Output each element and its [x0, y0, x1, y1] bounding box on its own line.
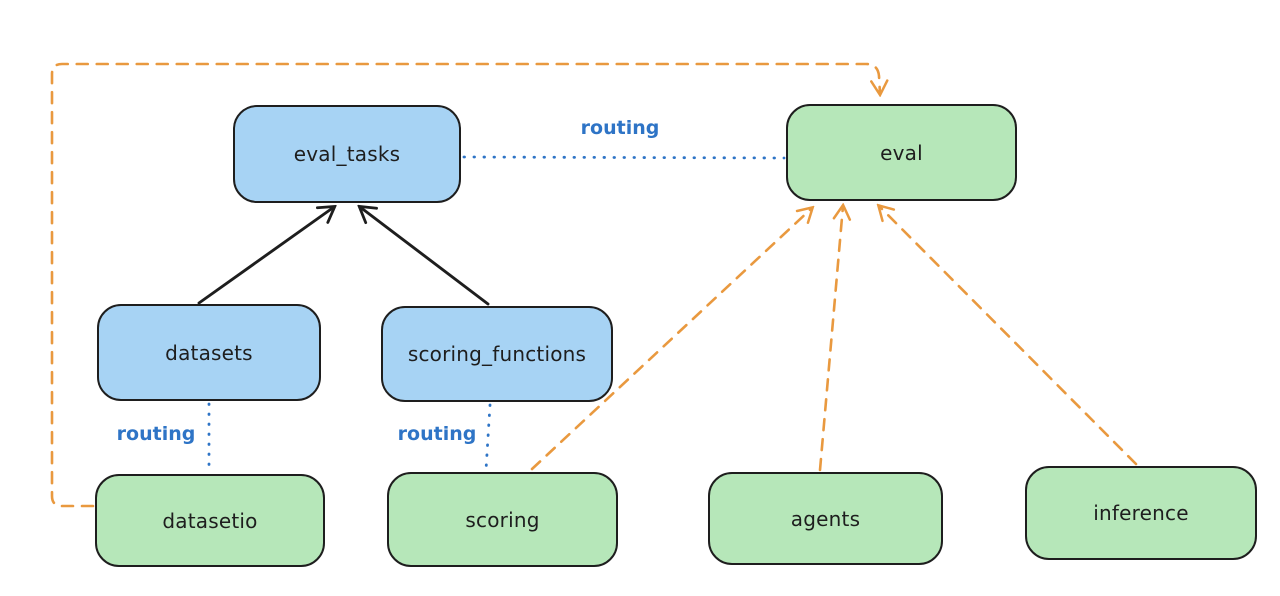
edge-datasetio-to-eval	[50, 62, 880, 508]
edge-label-routing-top: routing	[580, 117, 660, 139]
node-inference-label: inference	[1093, 501, 1189, 525]
node-scoring_functions-label: scoring_functions	[407, 342, 587, 366]
edge-scoring_functions-to-eval_tasks	[360, 207, 490, 306]
edge-datasets-to-eval_tasks	[197, 207, 334, 305]
edge-agents-to-eval	[818, 206, 843, 472]
edge-scoring_functions-to-scoring-routing	[484, 403, 492, 472]
node-scoring_functions: scoring_functions	[381, 306, 613, 402]
node-inference: inference	[1025, 466, 1257, 560]
node-datasetio: datasetio	[95, 474, 325, 567]
node-eval_tasks-label: eval_tasks	[293, 142, 401, 166]
edge-label-routing-left: routing	[116, 423, 196, 445]
edge-eval_tasks-to-eval-routing	[462, 155, 786, 160]
node-scoring: scoring	[387, 472, 618, 567]
node-eval_tasks: eval_tasks	[233, 105, 461, 203]
node-agents-label: agents	[790, 506, 861, 531]
node-eval: eval	[786, 104, 1017, 201]
edge-inference-to-eval	[879, 206, 1138, 466]
node-eval-label: eval	[880, 140, 923, 165]
node-agents: agents	[708, 472, 943, 565]
node-scoring-label: scoring	[465, 507, 540, 532]
edge-scoring-to-eval	[530, 208, 812, 471]
edge-label-routing-mid: routing	[397, 423, 477, 445]
node-datasets-label: datasets	[165, 340, 253, 365]
node-datasetio-label: datasetio	[162, 508, 258, 533]
node-datasets: datasets	[97, 304, 321, 401]
